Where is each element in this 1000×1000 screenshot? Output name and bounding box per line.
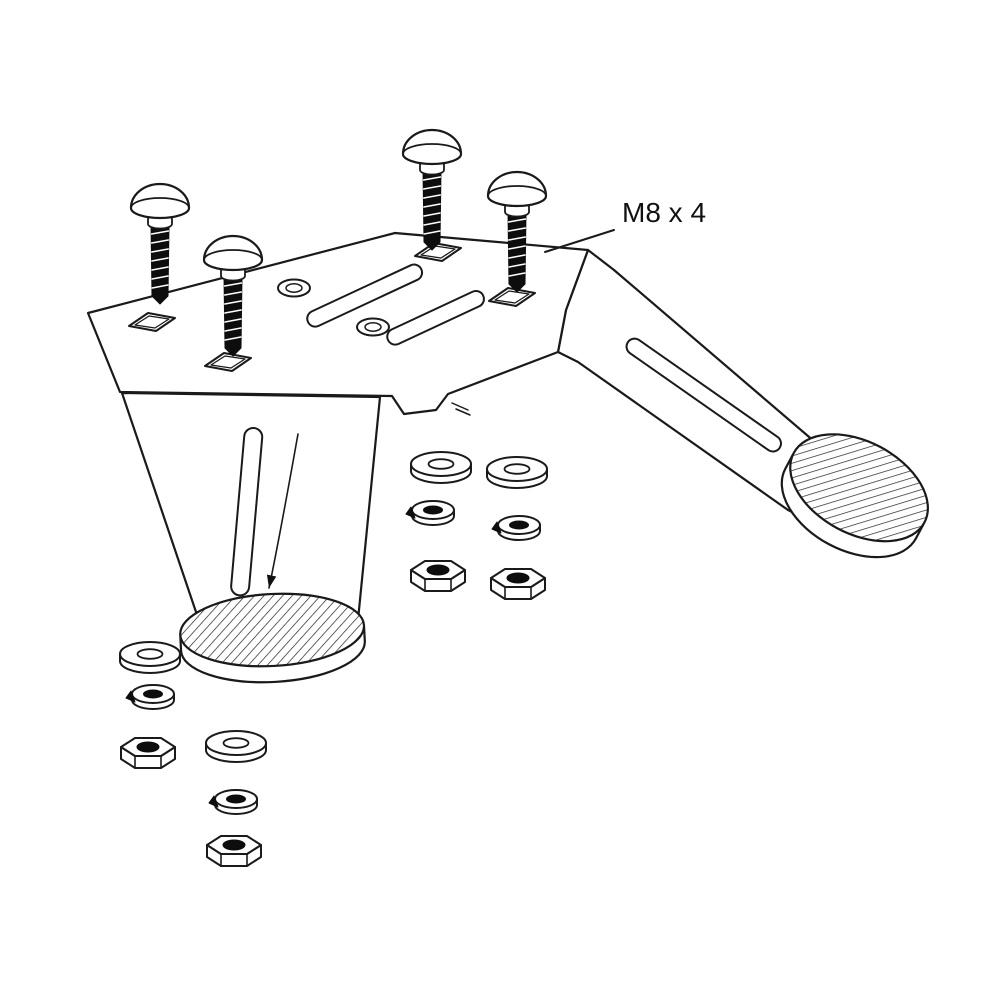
round-hole [276, 278, 312, 298]
lock-washer [405, 500, 455, 526]
foot-pad-left [179, 592, 366, 684]
lock-washer [125, 684, 175, 710]
hex-nut [410, 560, 466, 592]
hex-nut [490, 568, 546, 600]
leader-line [544, 229, 615, 253]
carriage-bolt [401, 128, 463, 252]
carriage-bolt [129, 182, 191, 306]
mounting-bracket [86, 231, 929, 684]
flat-washer [410, 451, 472, 484]
hex-nut [120, 737, 176, 769]
flat-washer [119, 641, 181, 674]
left-leg-slot [230, 426, 264, 597]
plate-slot [306, 263, 424, 328]
flat-washer [486, 456, 548, 489]
annotation-group: M8 x 4 [544, 197, 706, 253]
flat-washer [205, 730, 267, 763]
lock-washer [491, 515, 541, 541]
round-hole [355, 317, 391, 337]
plate-slot [386, 290, 485, 346]
foot-pad-right [780, 433, 929, 559]
bolt-size-label: M8 x 4 [622, 197, 706, 228]
hex-nut [206, 835, 262, 867]
slot-arrow [266, 433, 299, 589]
right-arm-slot [625, 337, 782, 453]
edge-detail [451, 402, 471, 416]
lock-washer [208, 789, 258, 815]
